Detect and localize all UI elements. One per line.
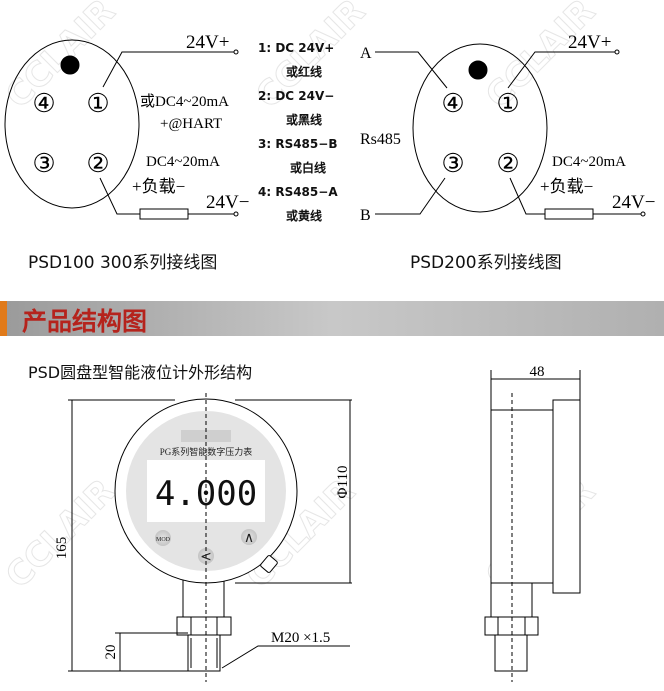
b-label: B (360, 207, 371, 224)
signal-label: 或DC4~20mA (140, 93, 229, 110)
housing (490, 409, 554, 584)
gauge-model-text: PG系列智能数字压力表 (160, 446, 253, 457)
left-connector-diagram (4, 39, 239, 220)
pin-legend: 1: DC 24V+ 或红线 2: DC 24V− 或黑线 3: RS485−B… (258, 41, 338, 223)
pin-2: ② (86, 149, 109, 178)
v-plus-label: 24V+ (186, 32, 229, 53)
dim-thread-length: 20 (103, 645, 119, 660)
left-pins: ④ ① ③ ② (32, 89, 109, 178)
psd100-caption: PSD100 300系列接线图 (28, 253, 217, 273)
left-labels: 24V+ 或DC4~20mA +@HART DC4~20mA +负载− 24V− (132, 32, 249, 213)
banner-accent (0, 301, 7, 336)
gauge-front-view (68, 393, 352, 682)
up-button[interactable]: ∧ (244, 530, 254, 546)
legend-note: 或黄线 (286, 208, 322, 223)
v-plus-label: 24V+ (568, 32, 611, 53)
pin-3: ③ (441, 149, 464, 178)
pin-2: ② (496, 149, 519, 178)
legend-code: 4: RS485−A (258, 185, 338, 199)
right-connector-diagram (375, 43, 646, 220)
a-label: A (360, 45, 372, 62)
section-banner: 产品结构图 (0, 301, 664, 336)
right-labels: A B Rs485 24V+ DC4~20mA +负载− 24V− (360, 32, 655, 224)
v-minus-label: 24V− (206, 192, 249, 213)
legend-code: 2: DC 24V− (258, 89, 334, 103)
captions: PSD100 300系列接线图 PSD200系列接线图 (28, 253, 562, 273)
side-knob (260, 555, 278, 573)
load-label: +负载− (540, 177, 593, 196)
legend-code: 3: RS485−B (258, 137, 337, 151)
dim-height: 165 (54, 537, 70, 560)
psd200-caption: PSD200系列接线图 (410, 253, 562, 273)
load-resistor (139, 208, 189, 220)
legend-code: 1: DC 24V+ (258, 41, 334, 55)
right-pins: ④ ① ③ ② (441, 89, 519, 178)
front-bezel (552, 399, 581, 594)
dim-diameter: Φ110 (335, 466, 351, 499)
connector-outline (412, 43, 548, 213)
thread (494, 634, 528, 672)
connector-outline (4, 39, 140, 209)
pin-3: ③ (32, 149, 55, 178)
legend-note: 或白线 (290, 160, 326, 175)
hex-nut (176, 616, 232, 636)
v-minus-label: 24V− (612, 192, 655, 213)
thread (187, 634, 221, 672)
pin-4: ④ (441, 89, 464, 118)
thread-spec: M20 ×1.5 (271, 630, 330, 646)
key-dot (468, 60, 488, 80)
pin-4: ④ (32, 89, 55, 118)
structure-subtitle: PSD圆盘型智能液位计外形结构 (28, 363, 252, 382)
lcd-reading: 4.000 (155, 474, 257, 514)
section-title: 产品结构图 (22, 307, 147, 336)
watermark: CCLAIR (0, 471, 123, 596)
key-dot (60, 55, 80, 75)
gauge-side-view (484, 370, 581, 682)
load-label: +负载− (132, 177, 185, 196)
pin-1: ① (86, 89, 109, 118)
rs485-label: Rs485 (360, 131, 401, 148)
mod-button[interactable]: MOD (156, 537, 171, 543)
load-resistor (544, 208, 594, 220)
pin-1: ① (496, 89, 519, 118)
signal-label: DC4~20mA (552, 154, 626, 170)
legend-note: 或黑线 (286, 112, 322, 127)
dim-depth: 48 (530, 364, 545, 380)
signal-label: DC4~20mA (146, 154, 220, 170)
left-button[interactable]: < (200, 549, 212, 565)
gauge-texts: PG系列智能数字压力表 4.000 MOD ∧ < 165 20 Φ110 M2… (54, 446, 351, 660)
legend-note: 或红线 (286, 64, 322, 79)
hart-label: +@HART (160, 116, 222, 132)
